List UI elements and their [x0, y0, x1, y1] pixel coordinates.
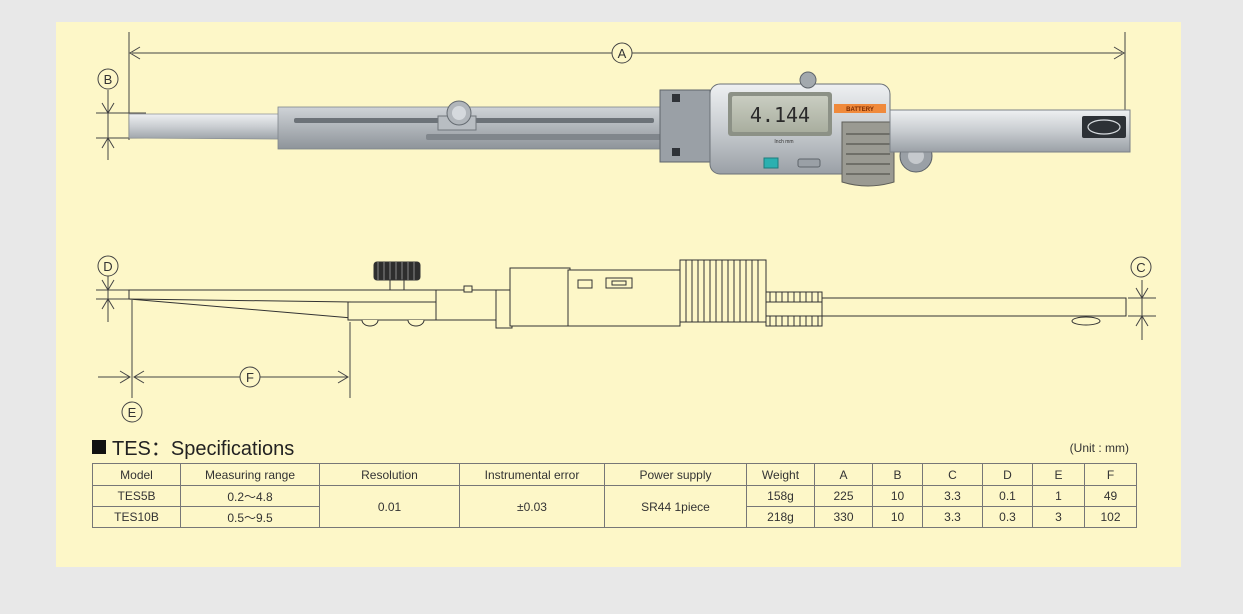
table-row: TES10B 0.5～9.5 218g 330 10 3.3 0.3 3 102	[92, 506, 1137, 528]
label-d: D	[97, 255, 119, 277]
dimension-c	[1128, 280, 1156, 340]
cell-a: 330	[814, 506, 873, 528]
gauge-top-view: 4.144 Inch mm BATTERY	[128, 71, 1131, 187]
header-e: E	[1032, 463, 1085, 486]
cell-a: 225	[814, 485, 873, 507]
cell-d: 0.3	[982, 506, 1033, 528]
cell-d: 0.1	[982, 485, 1033, 507]
cell-error: ±0.03	[459, 485, 605, 528]
spec-table: Model Measuring range Resolution Instrum…	[92, 463, 1137, 528]
header-f: F	[1084, 463, 1137, 486]
cell-model: TES5B	[92, 485, 181, 507]
svg-text:F: F	[246, 370, 254, 385]
header-power: Power supply	[604, 463, 747, 486]
header-error: Instrumental error	[459, 463, 605, 486]
svg-text:C: C	[1136, 260, 1145, 275]
cell-f: 102	[1084, 506, 1137, 528]
spec-panel: A B	[56, 22, 1181, 567]
cell-resolution: 0.01	[319, 485, 460, 528]
header-model: Model	[92, 463, 181, 486]
cell-b: 10	[872, 485, 923, 507]
header-b: B	[872, 463, 923, 486]
cell-range: 0.2～4.8	[180, 485, 320, 507]
header-range: Measuring range	[180, 463, 320, 486]
svg-text:A: A	[618, 46, 627, 61]
table-header-row: Model Measuring range Resolution Instrum…	[92, 463, 1137, 486]
cell-c: 3.3	[922, 506, 983, 528]
cell-f: 49	[1084, 485, 1137, 507]
on-off-button	[763, 157, 779, 169]
cell-weight: 158g	[746, 485, 815, 507]
header-resolution: Resolution	[319, 463, 460, 486]
cell-e: 3	[1032, 506, 1085, 528]
cell-model: TES10B	[92, 506, 181, 528]
cell-power: SR44 1piece	[604, 485, 747, 528]
svg-text:E: E	[128, 405, 137, 420]
heading-square-icon	[92, 439, 106, 454]
label-a: A	[611, 42, 633, 64]
header-weight: Weight	[746, 463, 815, 486]
lcd-unit-label: Inch mm	[774, 139, 793, 145]
cell-e: 1	[1032, 485, 1085, 507]
gauge-illustration: A B	[96, 32, 1156, 423]
cell-c: 3.3	[922, 485, 983, 507]
product-drawing: A B	[56, 22, 1181, 452]
cell-range: 0.5～9.5	[180, 506, 320, 528]
svg-text:B: B	[104, 72, 113, 87]
cell-weight: 218g	[746, 506, 815, 528]
table-row: TES5B 0.2～4.8 0.01 ±0.03 SR44 1piece 158…	[92, 485, 1137, 528]
battery-badge: BATTERY	[846, 107, 874, 113]
dimension-d	[96, 276, 132, 322]
spec-title: TES：Specifications	[112, 438, 295, 460]
label-e: E	[121, 401, 143, 423]
unit-note: (Unit : mm)	[1069, 441, 1129, 455]
label-c: C	[1130, 256, 1152, 278]
header-c: C	[922, 463, 983, 486]
cell-b: 10	[872, 506, 923, 528]
svg-text:D: D	[103, 259, 112, 274]
label-b: B	[97, 68, 119, 90]
header-a: A	[814, 463, 873, 486]
label-f: F	[239, 366, 261, 388]
spec-heading: TES：Specifications	[92, 432, 294, 461]
header-d: D	[982, 463, 1033, 486]
gauge-side-view	[128, 259, 1127, 329]
lcd-reading: 4.144	[750, 103, 810, 127]
